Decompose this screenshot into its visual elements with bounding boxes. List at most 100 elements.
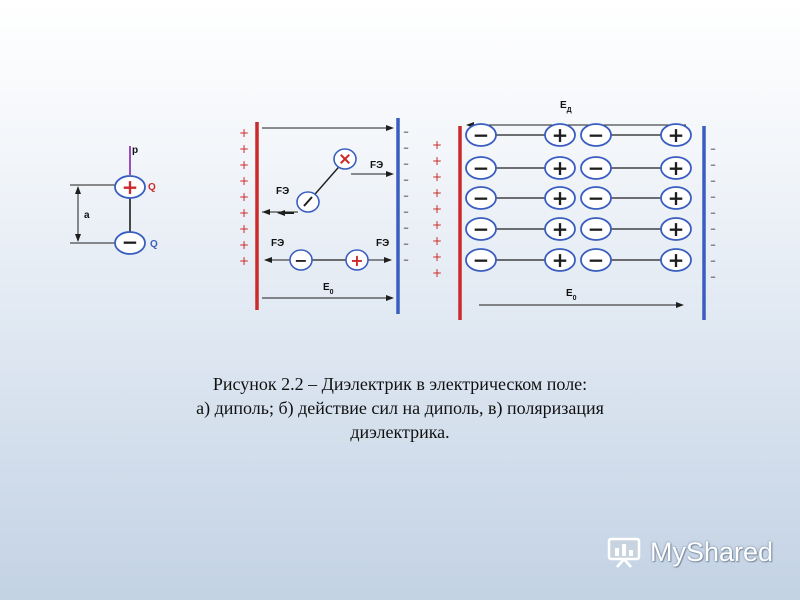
- positive-plate-charges: +++++++++: [432, 138, 442, 280]
- plate-plus-sign: +: [432, 218, 442, 232]
- plate-minus-sign: –: [710, 206, 716, 219]
- plate-plus-sign: +: [239, 238, 249, 252]
- plate-minus-sign: –: [403, 253, 409, 266]
- force-label: FЭ: [271, 238, 284, 249]
- plate-minus-sign: –: [710, 190, 716, 203]
- plate-minus-sign: –: [710, 254, 716, 267]
- distance-label: a: [84, 210, 90, 221]
- plus-sign: +: [668, 217, 685, 241]
- field-label: E0: [566, 288, 577, 302]
- watermark-text: MyShared: [650, 536, 774, 567]
- positive-plate-charges: +++++++++: [239, 126, 249, 268]
- panel-polarization: +++++++++ ––––––––– EД −+−+−+−+−+−+−+−+−…: [432, 100, 716, 320]
- minus-sign: −: [473, 217, 490, 241]
- positive-charge: [660, 217, 692, 241]
- force-arrowhead: [384, 257, 392, 263]
- plate-plus-sign: +: [239, 142, 249, 156]
- plate-plus-sign: +: [432, 250, 442, 264]
- charge-label-bottom: Q: [150, 239, 158, 250]
- plate-plus-sign: +: [239, 158, 249, 172]
- plus-sign: +: [552, 186, 569, 210]
- watermark: MyShared: [606, 532, 773, 572]
- plate-plus-sign: +: [239, 254, 249, 268]
- negative-charge: [289, 249, 313, 271]
- depolarizing-field-label: EД: [560, 100, 572, 114]
- negative-charge: [465, 217, 497, 241]
- plate-minus-sign: –: [710, 142, 716, 155]
- dimension-arrowhead-top: [75, 186, 81, 194]
- plate-plus-sign: +: [239, 190, 249, 204]
- negative-charge: [465, 248, 497, 272]
- plate-minus-sign: –: [403, 157, 409, 170]
- minus-sign: −: [473, 186, 490, 210]
- charge-label-top: Q: [148, 182, 156, 193]
- dipole-negative-charge: [114, 231, 146, 255]
- force-arrowhead-short: [277, 210, 285, 216]
- negative-plate-charges: –––––––––: [403, 125, 409, 266]
- positive-charge: [660, 156, 692, 180]
- negative-charge: [580, 217, 612, 241]
- positive-charge: [660, 248, 692, 272]
- caption-line: диэлектрика.: [350, 422, 450, 442]
- minus-sign: −: [588, 156, 605, 180]
- plus-sign: +: [552, 217, 569, 241]
- plate-plus-sign: +: [432, 154, 442, 168]
- plate-plus-sign: +: [432, 234, 442, 248]
- force-arrowhead: [262, 209, 270, 215]
- field-line-arrowhead: [386, 125, 394, 131]
- caption-line: Рисунок 2.2 – Диэлектрик в электрическом…: [212, 374, 588, 394]
- plate-plus-sign: +: [239, 206, 249, 220]
- plus-sign: +: [122, 175, 139, 199]
- plate-minus-sign: –: [710, 158, 716, 171]
- dipole-rows: −+−+−+−+−+−+−+−+−+−+: [465, 123, 692, 272]
- field-line-arrowhead: [386, 295, 394, 301]
- minus-sign: −: [294, 251, 307, 270]
- plus-sign: +: [668, 123, 685, 147]
- plate-plus-sign: +: [432, 138, 442, 152]
- caption-line: а) диполь; б) действие сил на диполь, в)…: [196, 398, 604, 418]
- plate-minus-sign: –: [403, 221, 409, 234]
- plus-sign: +: [350, 251, 363, 270]
- plate-plus-sign: +: [432, 186, 442, 200]
- minus-sign: −: [473, 156, 490, 180]
- minus-sign: −: [473, 248, 490, 272]
- plate-plus-sign: +: [432, 266, 442, 280]
- plate-minus-sign: –: [403, 237, 409, 250]
- minus-sign: −: [588, 217, 605, 241]
- dipole-positive-charge: [114, 175, 146, 199]
- plate-plus-sign: +: [432, 170, 442, 184]
- force-arrowhead: [264, 257, 272, 263]
- negative-charge: [465, 123, 497, 147]
- figure-caption: Рисунок 2.2 – Диэлектрик в электрическом…: [100, 372, 700, 444]
- plate-minus-sign: –: [710, 174, 716, 187]
- plate-minus-sign: –: [403, 205, 409, 218]
- minus-sign: −: [588, 123, 605, 147]
- plate-plus-sign: +: [239, 174, 249, 188]
- rotated-minus-sign: [303, 196, 313, 207]
- rotated-plus-sign: [340, 154, 350, 164]
- plate-minus-sign: –: [710, 270, 716, 283]
- positive-charge: [544, 217, 576, 241]
- positive-charge: [544, 123, 576, 147]
- dimension-arrowhead-bottom: [75, 234, 81, 242]
- panel-dipole: p a + Q − Q: [70, 145, 158, 255]
- plate-minus-sign: –: [403, 189, 409, 202]
- positive-charge: [345, 249, 369, 271]
- force-label: FЭ: [276, 186, 289, 197]
- negative-charge: [465, 186, 497, 210]
- plus-sign: +: [552, 156, 569, 180]
- minus-sign: −: [588, 248, 605, 272]
- plate-minus-sign: –: [403, 125, 409, 138]
- negative-plate-charges: –––––––––: [710, 142, 716, 283]
- minus-sign: −: [588, 186, 605, 210]
- force-label: FЭ: [376, 238, 389, 249]
- negative-charge: [580, 186, 612, 210]
- force-label: FЭ: [370, 160, 383, 171]
- plate-minus-sign: –: [403, 141, 409, 154]
- negative-charge: [580, 248, 612, 272]
- panel-forces: +++++++++ ––––––––– E0 FЭ FЭ FЭ: [239, 118, 409, 314]
- positive-charge: [544, 186, 576, 210]
- positive-charge: [660, 186, 692, 210]
- minus-sign: −: [473, 123, 490, 147]
